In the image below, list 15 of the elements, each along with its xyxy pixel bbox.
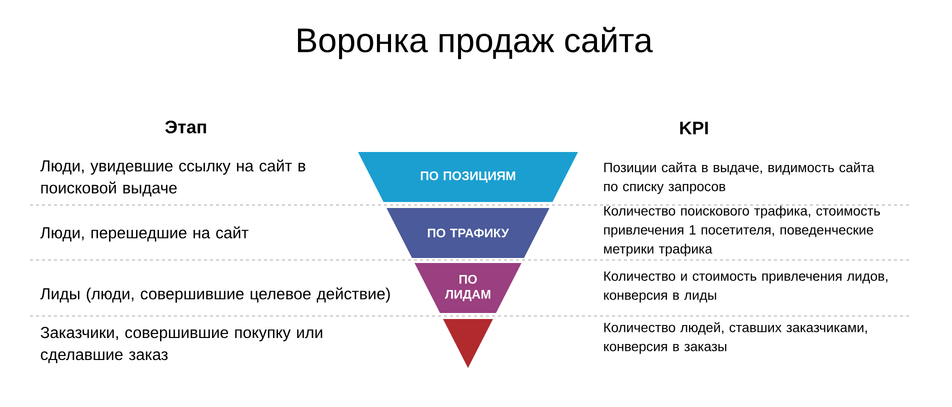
stage-text: Люди, увидевшие ссылку на сайт в поисковой выдаче <box>40 159 306 197</box>
stage-text: Лиды (люди, совершившие целевое действие) <box>40 287 390 303</box>
stage-text: Заказчики, совершившие покупку или сделавшие заказ <box>40 326 322 364</box>
funnel-segment: ПО ТРАФИКУ <box>386 208 550 258</box>
title: Воронка продаж сайта <box>298 26 653 60</box>
funnel-segment: ПО ЛИДАМ <box>414 263 522 313</box>
column-heading: Этап <box>165 120 206 134</box>
funnel-segment: ПО ПОЗИЦИЯМ <box>358 152 578 202</box>
funnel-segment <box>443 319 493 368</box>
column-heading: KPI <box>680 122 708 134</box>
stage-text: Люди, перешедшие на сайт <box>40 226 248 242</box>
kpi-text: Количество и стоимость привлечения лидов, конверсия в лиды <box>604 271 888 303</box>
kpi-text: Позиции сайта в выдаче, видимость сайта по списку запросов <box>604 162 874 194</box>
kpi-text: Количество людей, ставших заказчиками, конверсия в заказы <box>604 322 867 354</box>
kpi-text: Количество поискового трафика, стоимость привлечения 1 посетителя, поведенческие метрики трафика <box>604 206 880 256</box>
